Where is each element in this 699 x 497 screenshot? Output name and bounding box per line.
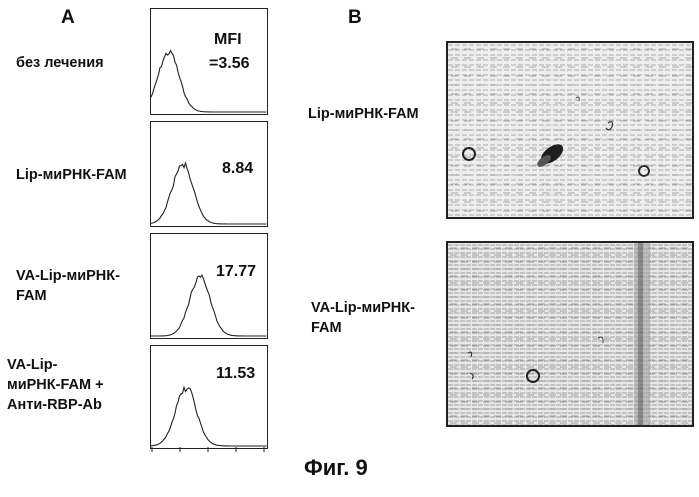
row-label-line: Lip-миРНК-FAM: [16, 165, 127, 185]
mfi-value-va-lip-sirna-anti-rbp: 11.53: [216, 365, 255, 383]
row-label-line: без лечения: [16, 53, 104, 73]
histogram-box-va-lip-sirna-anti-rbp: [150, 345, 268, 449]
image-label-lip-sirna: Lip-миРНК-FAM: [308, 104, 419, 124]
micrograph-texture: [448, 43, 692, 217]
micrograph-texture: [448, 243, 692, 425]
row-label-line: VA-Lip-: [7, 355, 104, 375]
image-label-line: VA-Lip-миРНК-: [311, 298, 415, 318]
histogram-curve-va-lip-sirna-anti-rbp: [151, 346, 267, 448]
histogram-x-axis-ticks: [150, 447, 268, 455]
mfi-header: MFI: [214, 31, 242, 49]
image-label-line: Lip-миРНК-FAM: [308, 104, 419, 124]
micrograph-lip-sirna: [446, 41, 694, 219]
row-label-line: FAM: [16, 286, 120, 306]
row-label-va-lip-sirna: VA-Lip-миРНК- FAM: [16, 266, 120, 306]
histogram-line: [151, 387, 267, 446]
histogram-box-va-lip-sirna: [150, 233, 268, 339]
row-label-lip-sirna: Lip-миРНК-FAM: [16, 165, 127, 185]
figure-caption: Фиг. 9: [304, 455, 368, 481]
row-label-va-lip-sirna-anti-rbp: VA-Lip- миРНК-FAM + Анти-RBP-Ab: [7, 355, 104, 415]
mfi-value-va-lip-sirna: 17.77: [216, 263, 256, 281]
panel-a-letter: A: [61, 7, 75, 29]
row-label-line: Анти-RBP-Ab: [7, 395, 104, 415]
image-label-va-lip-sirna: VA-Lip-миРНК- FAM: [311, 298, 415, 338]
image-label-line: FAM: [311, 318, 415, 338]
panel-b-letter: B: [348, 7, 362, 29]
micrograph-va-lip-sirna: [446, 241, 694, 427]
row-label-line: VA-Lip-миРНК-: [16, 266, 120, 286]
row-label-untreated: без лечения: [16, 53, 104, 73]
row-label-line: миРНК-FAM +: [7, 375, 104, 395]
mfi-value-lip-sirna: 8.84: [222, 160, 253, 178]
histogram-line: [151, 275, 267, 336]
histogram-curve-va-lip-sirna: [151, 234, 267, 338]
mfi-value-untreated: =3.56: [209, 55, 249, 73]
